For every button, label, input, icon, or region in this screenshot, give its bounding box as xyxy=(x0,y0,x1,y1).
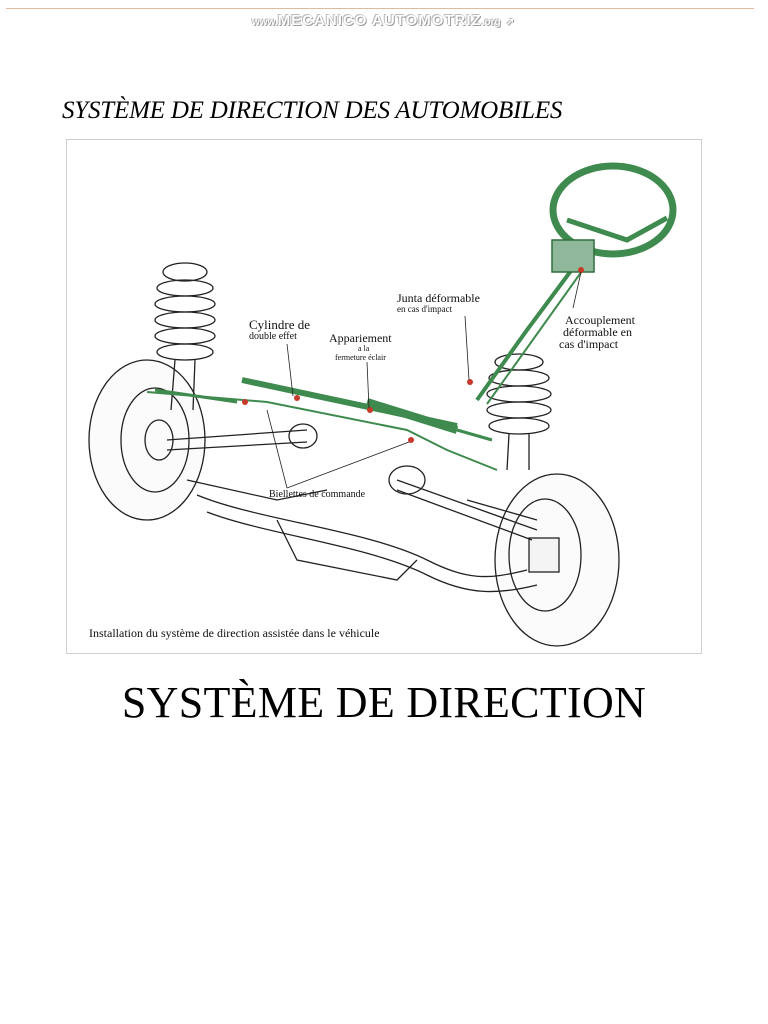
document-title: SYSTÈME DE DIRECTION DES AUTOMOBILES xyxy=(62,97,563,124)
header-rule xyxy=(6,8,754,9)
figure-caption: Installation du système de direction ass… xyxy=(89,626,380,640)
steering-column xyxy=(475,258,581,402)
cursor-arrow-icon: ➚ xyxy=(505,16,517,28)
steering-wheel xyxy=(549,162,677,258)
label-appariement-line3: fermeture éclair xyxy=(335,353,386,362)
watermark-prefix: www. xyxy=(251,17,278,28)
main-heading: SYSTÈME DE DIRECTION xyxy=(121,678,647,727)
right-tie-rod xyxy=(456,428,493,442)
label-junta-line1: Junta déformable xyxy=(397,291,480,305)
right-wheel-hub xyxy=(508,498,582,612)
left-coil-spring xyxy=(154,262,216,411)
watermark-suffix: .org xyxy=(481,17,501,28)
right-coil-spring xyxy=(486,353,552,471)
right-driveshaft xyxy=(396,479,538,531)
label-accouplement-line1: Accouplement xyxy=(565,313,635,327)
label-accouplement-line3: cas d'impact xyxy=(559,337,619,351)
steering-system-illustration: Cylindre de double effet Appariement a l… xyxy=(66,139,702,654)
left-driveshaft xyxy=(166,429,308,441)
label-appariement-line1: Appariement xyxy=(329,331,392,345)
rack-bellows xyxy=(365,398,459,434)
label-accouplement-line2: déformable en xyxy=(563,325,632,339)
front-subframe xyxy=(196,494,528,578)
label-cylindre-line2: double effet xyxy=(249,331,297,342)
label-appariement-line2: a la xyxy=(358,344,370,353)
left-wheel xyxy=(88,359,206,521)
watermark-main: MECANICO AUTOMOTRIZ xyxy=(277,12,482,29)
steering-components xyxy=(146,162,677,471)
site-watermark: www.MECANICO AUTOMOTRIZ.org ➚ xyxy=(0,12,768,29)
label-cylindre-line1: Cylindre de xyxy=(249,317,311,332)
left-wheel-hub xyxy=(120,387,190,493)
steering-diagram-drawing xyxy=(88,162,677,647)
label-junta-line2: en cas d'impact xyxy=(397,304,453,314)
label-biellettes: Biellettes de commande xyxy=(269,489,366,500)
